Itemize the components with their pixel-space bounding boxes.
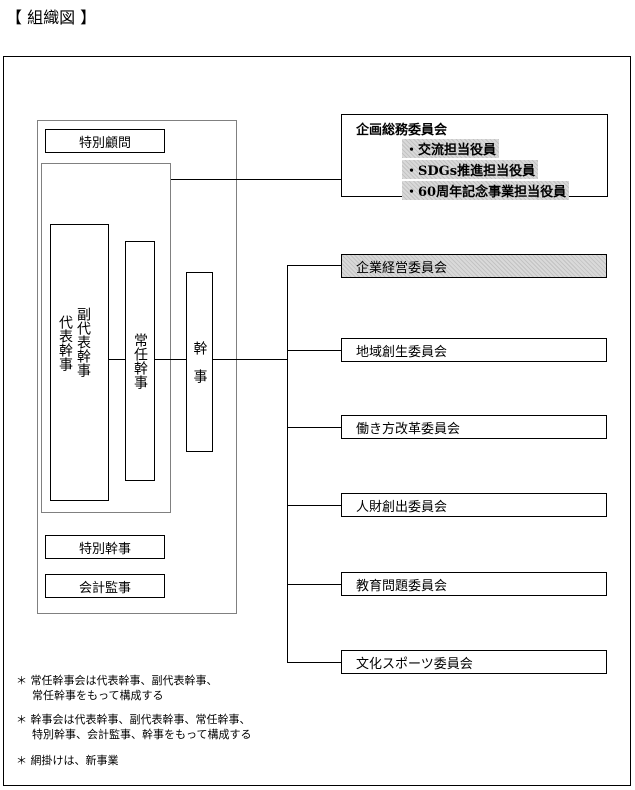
branch-line-6 — [287, 662, 341, 663]
connector-standing-executive — [155, 359, 186, 360]
representative-box: 副代表幹事 代表幹事 — [50, 224, 109, 501]
planning-committee-box: 企画総務委員会 ・交流担当役員 ・SDGs推進担当役員 ・60周年記念事業担当役… — [341, 114, 608, 200]
connector-planning-committee — [171, 179, 341, 180]
committee-box-work-style-reform: 働き方改革委員会 — [341, 415, 607, 439]
standing-executive-group — [41, 163, 171, 513]
branch-line-1 — [287, 265, 341, 266]
branch-line-4 — [287, 505, 341, 506]
executive-box: 幹 事 — [186, 272, 213, 452]
auditor-box: 会計監事 — [45, 574, 165, 598]
committee-box-regional-revitalization: 地域創生委員会 — [341, 338, 607, 362]
committee-box-human-resources: 人財創出委員会 — [341, 493, 607, 517]
standing-executive-box: 常任幹事 — [125, 241, 155, 481]
note-2: ＊ 幹事会は代表幹事、副代表幹事、常任幹事、 特別幹事、会計監事、幹事をもって構… — [16, 713, 252, 741]
note-1: ＊ 常任幹事会は代表幹事、副代表幹事、 常任幹事をもって構成する — [16, 674, 218, 702]
connector-representative-standing — [109, 359, 125, 360]
committee-box-corporate-management: 企業経営委員会 — [341, 254, 607, 278]
org-chart-frame — [3, 56, 631, 786]
branch-line-2 — [287, 350, 341, 351]
connector-executive-trunk — [213, 359, 288, 360]
planning-item: ・交流担当役員 — [402, 139, 500, 158]
note-3: ＊ 網掛けは、新事業 — [16, 754, 119, 767]
planning-item: ・60周年記念事業担当役員 — [402, 181, 570, 200]
branch-line-3 — [287, 427, 341, 428]
representative-label: 代表幹事 — [57, 315, 73, 371]
planning-committee-items: ・交流担当役員 ・SDGs推進担当役員 ・60周年記念事業担当役員 — [402, 139, 607, 200]
committee-trunk-line — [287, 265, 288, 663]
vice-representative-label: 副代表幹事 — [75, 307, 91, 377]
branch-line-5 — [287, 584, 341, 585]
committee-box-education-issues: 教育問題委員会 — [341, 572, 607, 596]
special-executive-box: 特別幹事 — [45, 535, 165, 559]
executive-group — [37, 120, 237, 614]
committee-box-culture-sports: 文化スポーツ委員会 — [341, 650, 607, 674]
planning-committee-title: 企画総務委員会 — [356, 123, 448, 138]
planning-item: ・SDGs推進担当役員 — [402, 160, 539, 179]
special-advisor-box: 特別顧問 — [45, 129, 165, 153]
page-title: 【 組織図 】 — [6, 8, 97, 27]
